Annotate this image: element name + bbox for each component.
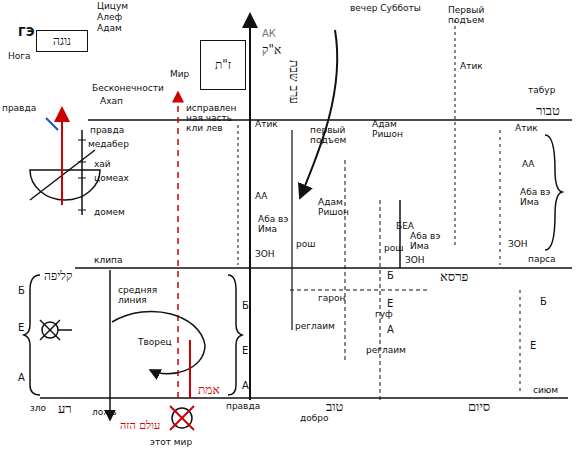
diagram-label: А xyxy=(18,372,25,383)
diagram-label: ЗОН xyxy=(255,250,275,260)
diagram-label: עולם הזה xyxy=(120,420,160,432)
diagram-label: первый подъем xyxy=(310,126,355,146)
diagram-label: Алеф xyxy=(97,13,122,23)
diagram-label: Мир xyxy=(170,70,189,80)
diagram-label: БЕА xyxy=(396,222,414,232)
diagram-label: טוב xyxy=(326,400,343,414)
hebrew-box: נוגה xyxy=(36,30,88,52)
diagram-label: добро xyxy=(300,414,329,424)
diagram-label: А xyxy=(242,380,249,391)
diagram-label: правда xyxy=(90,126,124,136)
node-text: נוגה xyxy=(53,34,71,49)
diagram-label: АА xyxy=(522,160,534,170)
diagram-label: Б xyxy=(387,270,394,281)
diagram-label: этот мир xyxy=(150,438,192,448)
diagram-label: Б xyxy=(242,300,249,311)
diagram-label: Цицум xyxy=(97,2,128,12)
diagram-label: Ахап xyxy=(100,97,123,107)
diagram-label: клипа xyxy=(94,256,122,266)
diagram-label: зло xyxy=(30,404,46,414)
diagram-label: средняя линия xyxy=(118,286,164,306)
diagram-label: פרסא xyxy=(440,270,468,284)
diagram-label: парса xyxy=(528,255,556,265)
diagram-label: רע xyxy=(58,402,72,416)
diagram-label: Е xyxy=(242,345,248,356)
diagram-label: קליפה xyxy=(44,270,72,283)
diagram-label: гуф xyxy=(375,310,393,320)
diagram-label: АК xyxy=(262,28,276,39)
diagram-label: Е xyxy=(387,298,393,309)
diagram-label: сиюм xyxy=(533,386,558,396)
diagram-label: Е xyxy=(18,322,24,333)
diagram-label: Атик xyxy=(460,62,483,72)
diagram-label: ЗОН xyxy=(405,256,425,266)
diagram-label: табур xyxy=(528,86,555,96)
diagram-label: Адам Ришон xyxy=(318,198,358,218)
diagram-label: ГЭ xyxy=(18,26,34,39)
diagram-label: правда xyxy=(2,104,36,114)
diagram-label: ЗОН xyxy=(508,240,528,250)
diagram-label: реглаим xyxy=(366,346,406,356)
diagram-label: Адам xyxy=(97,24,122,34)
diagram-label: Б xyxy=(540,296,547,307)
diagram-label: Аба вэ Има xyxy=(258,215,292,235)
diagram-label: рош xyxy=(384,244,403,254)
diagram-label: АА xyxy=(255,192,267,202)
diagram-label: Первый подъем xyxy=(448,6,496,26)
diagram-label: Аба вэ Има xyxy=(520,188,560,208)
diagram-label: исправлен ная часть кли лев xyxy=(186,104,232,134)
diagram-label: א"ק xyxy=(262,44,281,57)
diagram-label: хай xyxy=(94,160,111,170)
diagram-label: Аба вэ Има xyxy=(410,232,450,252)
diagram-label: Е xyxy=(530,340,536,351)
diagram-label: А xyxy=(387,324,394,335)
diagram-label: ערב שבת xyxy=(287,60,300,104)
diagram-label: טבור xyxy=(536,104,560,118)
diagram-label: цомеах xyxy=(94,174,129,184)
diagram-label: סיום xyxy=(468,400,490,414)
hebrew-box: ז"ת xyxy=(200,40,246,90)
diagram-label: ложь xyxy=(92,408,117,418)
diagram-label: Бесконечности xyxy=(92,84,164,94)
diagram-label: рош xyxy=(296,240,315,250)
diagram-label: אמת xyxy=(198,384,220,397)
diagram-label: Адам Ришон xyxy=(372,120,412,140)
diagram-label: Атик xyxy=(255,120,278,130)
diagram-label: реглаим xyxy=(295,322,335,332)
node-text: ז"ת xyxy=(215,58,231,73)
diagram-label: гарон xyxy=(318,294,345,304)
diagram-label: домем xyxy=(94,208,125,218)
diagram-label: правда xyxy=(226,402,260,412)
diagram-label: Атик xyxy=(515,124,538,134)
diagram-label: вечер Субботы xyxy=(350,4,421,14)
diagram-label: Творец xyxy=(138,338,172,348)
diagram-label: медабер xyxy=(88,140,129,150)
diagram-label: Б xyxy=(18,285,25,296)
diagram-label: Нога xyxy=(8,52,31,62)
